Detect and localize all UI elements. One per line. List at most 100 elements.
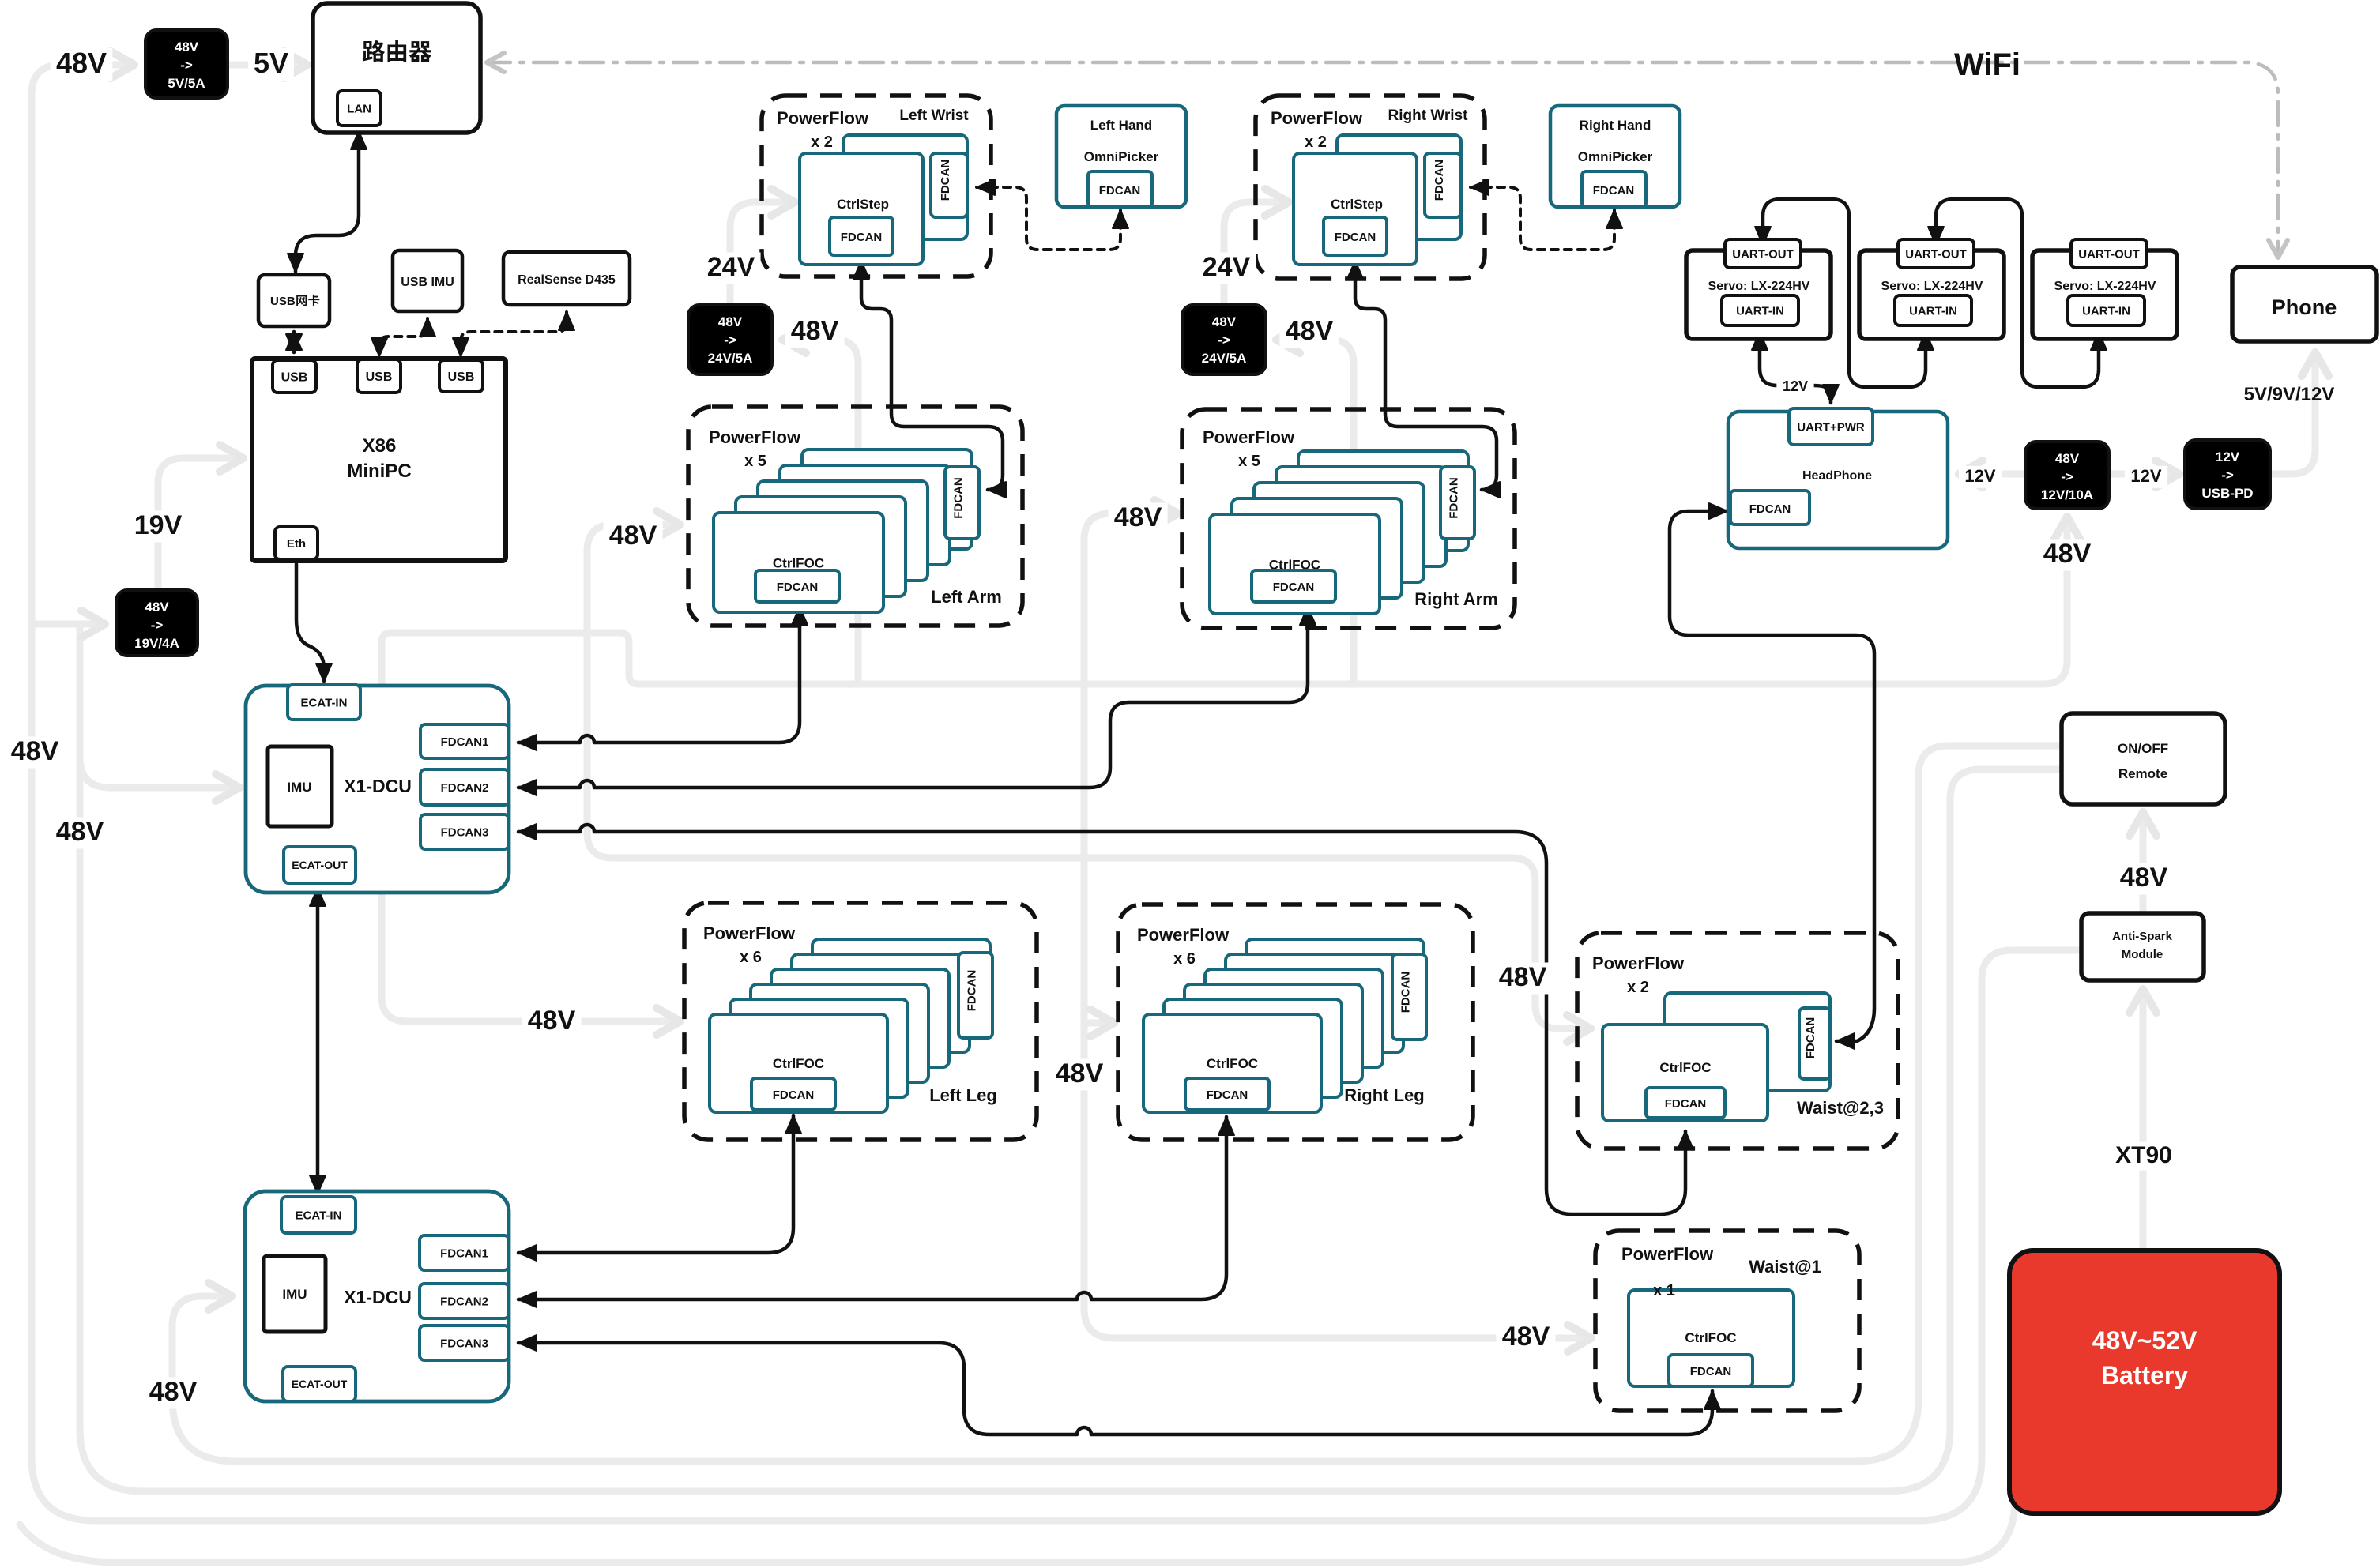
svg-text:48V: 48V [2120, 863, 2168, 893]
svg-text:PowerFlow: PowerFlow [1592, 953, 1685, 973]
svg-text:USB: USB [366, 370, 393, 384]
svg-text:->: -> [2061, 469, 2073, 484]
svg-text:48V: 48V [56, 817, 104, 847]
svg-text:IMU: IMU [287, 780, 311, 795]
svg-text:FDCAN: FDCAN [1593, 184, 1635, 197]
svg-text:48V: 48V [1114, 502, 1162, 532]
svg-text:48V: 48V [175, 39, 199, 55]
svg-text:USB: USB [270, 295, 296, 308]
svg-text:Right Arm: Right Arm [1414, 589, 1498, 609]
svg-text:Right Hand: Right Hand [1580, 118, 1651, 133]
svg-text:IMU: IMU [282, 1287, 307, 1302]
svg-text:UART-OUT: UART-OUT [1905, 247, 1967, 261]
svg-text:48V: 48V [1499, 962, 1547, 992]
svg-text:ECAT-IN: ECAT-IN [296, 1209, 342, 1222]
svg-text:CtrlFOC: CtrlFOC [773, 1056, 824, 1071]
svg-text:Module: Module [2122, 948, 2163, 961]
svg-text:Remote: Remote [2118, 766, 2167, 781]
svg-text:48V: 48V [11, 736, 59, 766]
svg-text:PowerFlow: PowerFlow [1203, 427, 1295, 447]
svg-text:->: -> [1218, 333, 1230, 348]
svg-text:x 2: x 2 [1305, 133, 1327, 151]
svg-text:CtrlFOC: CtrlFOC [1269, 557, 1320, 572]
svg-text:5V: 5V [254, 47, 288, 79]
svg-text:FDCAN: FDCAN [966, 970, 979, 1012]
svg-text:48V: 48V [1286, 316, 1334, 346]
svg-text:OmniPicker: OmniPicker [1578, 149, 1653, 164]
svg-text:PowerFlow: PowerFlow [1621, 1244, 1714, 1264]
svg-text:Left Hand: Left Hand [1090, 118, 1152, 133]
svg-text:HeadPhone: HeadPhone [1802, 469, 1872, 483]
svg-text:FDCAN2: FDCAN2 [440, 1295, 488, 1308]
svg-text:FDCAN: FDCAN [1207, 1089, 1248, 1102]
svg-text:48V: 48V [609, 521, 657, 551]
svg-text:Servo: LX-224HV: Servo: LX-224HV [1708, 280, 1810, 293]
svg-text:48V: 48V [2055, 451, 2080, 466]
svg-text:CtrlFOC: CtrlFOC [1659, 1060, 1711, 1075]
svg-text:FDCAN: FDCAN [1399, 972, 1413, 1013]
svg-text:->: -> [151, 618, 164, 633]
svg-text:48V: 48V [528, 1006, 576, 1036]
svg-text:FDCAN: FDCAN [841, 231, 883, 244]
svg-text:X1-DCU: X1-DCU [344, 776, 412, 796]
svg-text:Left Wrist: Left Wrist [899, 107, 969, 124]
svg-text:FDCAN: FDCAN [1690, 1365, 1732, 1378]
svg-text:Waist@1: Waist@1 [1749, 1257, 1821, 1277]
svg-text:UART-OUT: UART-OUT [1732, 247, 1794, 261]
svg-text:ECAT-OUT: ECAT-OUT [292, 1378, 348, 1390]
svg-text:USB: USB [448, 370, 475, 384]
svg-text:48V: 48V [1056, 1058, 1104, 1089]
svg-text:12V: 12V [2216, 449, 2240, 464]
svg-text:12V: 12V [1964, 466, 1995, 486]
svg-text:CtrlFOC: CtrlFOC [773, 555, 824, 570]
svg-text:UART-IN: UART-IN [1909, 304, 1957, 318]
svg-text:48V: 48V [56, 47, 107, 79]
svg-text:Battery: Battery [2101, 1361, 2188, 1389]
svg-text:FDCAN1: FDCAN1 [441, 735, 489, 749]
svg-text:12V: 12V [1783, 378, 1808, 394]
svg-text:5V/5A: 5V/5A [168, 76, 205, 91]
svg-text:19V/4A: 19V/4A [134, 636, 179, 651]
svg-text:24V: 24V [707, 252, 755, 282]
svg-text:XT90: XT90 [2115, 1142, 2172, 1168]
svg-text:FDCAN: FDCAN [1273, 581, 1315, 594]
svg-text:x 5: x 5 [1238, 453, 1260, 470]
svg-text:x 1: x 1 [1653, 1282, 1675, 1299]
svg-text:UART-IN: UART-IN [2082, 304, 2130, 318]
svg-text:USB IMU: USB IMU [401, 276, 454, 289]
svg-text:UART-OUT: UART-OUT [2078, 247, 2140, 261]
svg-text:48V: 48V [718, 314, 743, 329]
svg-text:MiniPC: MiniPC [347, 461, 411, 482]
svg-text:FDCAN1: FDCAN1 [440, 1247, 488, 1260]
svg-text:UART-IN: UART-IN [1736, 304, 1784, 318]
svg-text:->: -> [180, 58, 193, 73]
svg-text:ECAT-OUT: ECAT-OUT [292, 859, 348, 871]
svg-text:x 6: x 6 [1173, 950, 1196, 968]
svg-text:CtrlFOC: CtrlFOC [1207, 1056, 1258, 1071]
svg-text:12V/10A: 12V/10A [2041, 487, 2093, 502]
svg-text:FDCAN: FDCAN [1804, 1017, 1817, 1059]
svg-text:Servo: LX-224HV: Servo: LX-224HV [2054, 280, 2156, 293]
svg-text:48V: 48V [149, 1377, 198, 1407]
svg-text:5V/9V/12V: 5V/9V/12V [2244, 384, 2335, 405]
svg-text:FDCAN: FDCAN [952, 477, 966, 519]
svg-text:FDCAN: FDCAN [939, 160, 952, 201]
svg-text:FDCAN: FDCAN [777, 581, 819, 594]
svg-text:x 2: x 2 [1627, 979, 1649, 996]
svg-text:CtrlFOC: CtrlFOC [1685, 1330, 1736, 1345]
svg-text:OmniPicker: OmniPicker [1084, 149, 1159, 164]
svg-text:Servo: LX-224HV: Servo: LX-224HV [1881, 280, 1983, 293]
svg-text:Left Arm: Left Arm [931, 587, 1002, 607]
svg-text:->: -> [2221, 468, 2234, 483]
svg-text:LAN: LAN [347, 102, 371, 115]
svg-text:FDCAN: FDCAN [1749, 502, 1791, 516]
svg-text:FDCAN: FDCAN [773, 1089, 815, 1102]
svg-text:24V/5A: 24V/5A [1202, 351, 1247, 366]
svg-text:PowerFlow: PowerFlow [1271, 108, 1363, 128]
svg-text:FDCAN: FDCAN [1335, 231, 1376, 244]
svg-text:WiFi: WiFi [1954, 47, 2020, 82]
svg-text:USB: USB [281, 370, 308, 384]
svg-text:FDCAN: FDCAN [1448, 477, 1461, 519]
svg-text:Phone: Phone [2272, 295, 2337, 319]
svg-text:Right Wrist: Right Wrist [1388, 107, 1469, 124]
